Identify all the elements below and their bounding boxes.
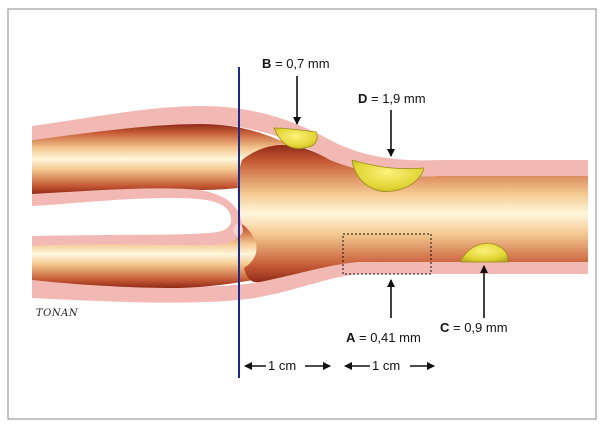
label-c: C = 0,9 mm [440,320,508,335]
artist-signature: TONAN [36,308,79,319]
dist-1-label: 1 cm [268,358,296,373]
label-a: A = 0,41 mm [346,330,421,345]
label-d: D = 1,9 mm [358,91,426,106]
dist-2-label: 1 cm [372,358,400,373]
label-b: B = 0,7 mm [262,56,330,71]
